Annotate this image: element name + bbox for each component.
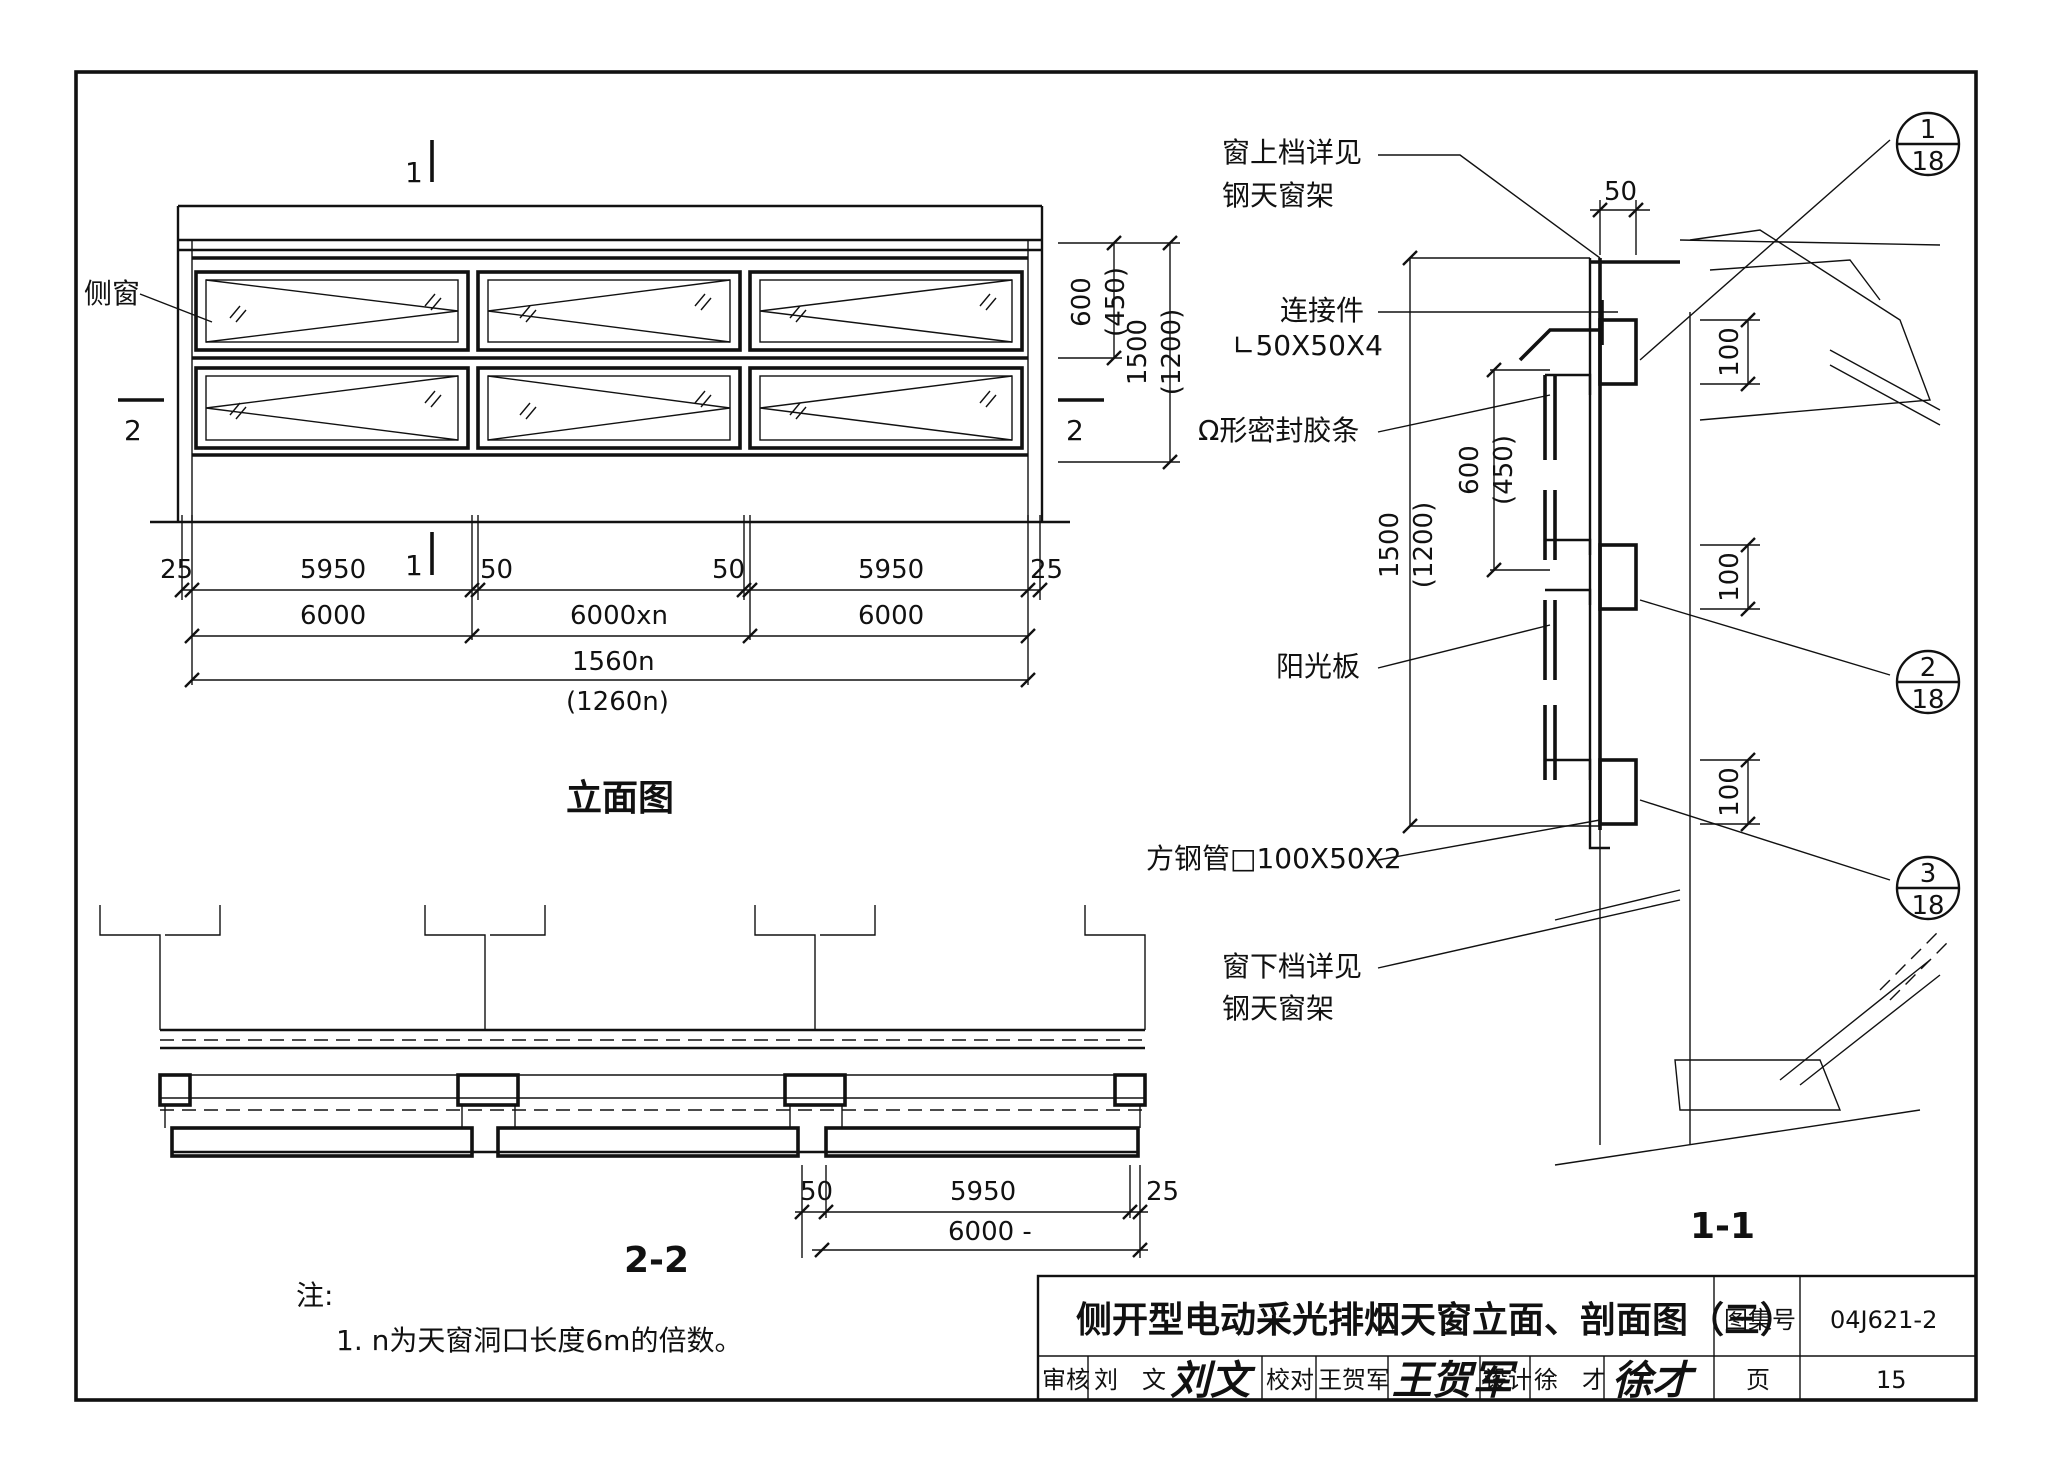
svg-text:04J621-2: 04J621-2 <box>1830 1306 1937 1334</box>
callout-square-steel-tube: 方钢管□100X50X2 <box>1146 842 1402 875</box>
svg-text:25: 25 <box>160 555 193 585</box>
elevation-view: 1 1 2 2 侧窗 600 (450) 1500 ( <box>84 140 1187 819</box>
svg-text:100: 100 <box>1715 767 1745 817</box>
window-pane-3 <box>748 270 1024 352</box>
svg-text:6000xn: 6000xn <box>570 601 668 631</box>
svg-text:钢天窗架: 钢天窗架 <box>1222 992 1334 1025</box>
svg-text:(450): (450) <box>1101 267 1131 337</box>
svg-text:6000 -: 6000 - <box>948 1217 1032 1247</box>
svg-text:2: 2 <box>1066 414 1084 447</box>
svg-text:6000: 6000 <box>300 601 366 631</box>
svg-text:(450): (450) <box>1489 435 1519 505</box>
sheet-border <box>74 70 1978 1402</box>
callout-lower-rail: 窗下档详见 钢天窗架 <box>1222 950 1362 1025</box>
svg-text:徐 才: 徐 才 <box>1534 1366 1606 1394</box>
svg-text:刘 文: 刘 文 <box>1094 1366 1166 1394</box>
svg-text:50: 50 <box>480 555 513 585</box>
svg-text:1500: 1500 <box>1123 319 1153 385</box>
checker-signature: 王贺军 <box>1392 1357 1518 1404</box>
section-mark-2-right: 2 <box>1058 398 1104 447</box>
section-2-2-title: 2-2 <box>624 1240 689 1281</box>
svg-text:50: 50 <box>712 555 745 585</box>
svg-text:1: 1 <box>405 549 423 582</box>
detail-ref-1: 1 18 <box>1895 111 1961 177</box>
section-1-1-right-dims: 100 100 100 <box>1700 312 1760 832</box>
svg-text:王贺军: 王贺军 <box>1318 1366 1390 1394</box>
section-1-1: 1500 (1200) 600 (450) 50 100 100 100 窗上档… <box>1146 111 1961 1247</box>
svg-text:钢天窗架: 钢天窗架 <box>1222 179 1334 212</box>
svg-text:2: 2 <box>1920 653 1937 683</box>
svg-text:5950: 5950 <box>950 1177 1016 1207</box>
svg-text:窗上档详见: 窗上档详见 <box>1222 136 1362 169</box>
svg-text:图集号: 图集号 <box>1724 1306 1796 1334</box>
section-mark-1-top: 1 <box>405 140 434 189</box>
callout-upper-rail: 窗上档详见 钢天窗架 <box>1222 136 1362 212</box>
svg-text:(1200): (1200) <box>1157 309 1187 395</box>
svg-text:1: 1 <box>1920 115 1937 145</box>
svg-text:100: 100 <box>1715 552 1745 602</box>
window-pane-5 <box>476 366 742 450</box>
window-pane-1 <box>194 270 470 352</box>
drawing-title: 侧开型电动采光排烟天窗立面、剖面图（三） <box>1076 1300 1796 1341</box>
notes: 注: 1. n为天窗洞口长度6m的倍数。 <box>296 1279 742 1357</box>
svg-text:2: 2 <box>124 414 142 447</box>
svg-text:50: 50 <box>1604 177 1637 207</box>
window-pane-6 <box>748 366 1024 450</box>
svg-text:1500: 1500 <box>1375 512 1405 578</box>
svg-text:连接件: 连接件 <box>1280 294 1364 327</box>
detail-ref-3: 3 18 <box>1895 855 1961 921</box>
designer-signature: 徐才 <box>1612 1357 1697 1404</box>
svg-text:设计: 设计 <box>1484 1366 1532 1394</box>
callout-polycarbonate-panel: 阳光板 <box>1276 650 1360 683</box>
svg-text:25: 25 <box>1030 555 1063 585</box>
svg-text:注:: 注: <box>296 1279 333 1312</box>
side-window-label: 侧窗 <box>84 277 140 310</box>
detail-ref-2: 2 18 <box>1895 649 1961 715</box>
svg-text:∟50X50X4: ∟50X50X4 <box>1232 329 1383 362</box>
svg-text:(1260n): (1260n) <box>566 687 669 717</box>
window-pane-2 <box>476 270 742 352</box>
svg-text:1560n: 1560n <box>572 647 655 677</box>
svg-text:15: 15 <box>1876 1366 1907 1394</box>
svg-text:50: 50 <box>800 1177 833 1207</box>
svg-text:(1200): (1200) <box>1409 502 1439 588</box>
window-pane-4 <box>194 366 470 450</box>
svg-text:窗下档详见: 窗下档详见 <box>1222 950 1362 983</box>
svg-text:5950: 5950 <box>858 555 924 585</box>
elevation-dims-right: 600 (450) 1500 (1200) <box>1058 235 1187 470</box>
callout-connector: 连接件 ∟50X50X4 <box>1232 294 1383 362</box>
svg-text:页: 页 <box>1746 1366 1770 1394</box>
svg-text:18: 18 <box>1911 147 1944 177</box>
svg-text:1: 1 <box>405 156 423 189</box>
svg-text:600: 600 <box>1455 445 1485 495</box>
svg-text:600: 600 <box>1067 277 1097 327</box>
svg-text:18: 18 <box>1911 685 1944 715</box>
svg-text:5950: 5950 <box>300 555 366 585</box>
title-block: 侧开型电动采光排烟天窗立面、剖面图（三） 图集号 04J621-2 页 15 审… <box>1036 1274 1978 1404</box>
svg-text:1. n为天窗洞口长度6m的倍数。: 1. n为天窗洞口长度6m的倍数。 <box>336 1324 742 1357</box>
glass-hatch <box>229 293 997 420</box>
svg-text:18: 18 <box>1911 891 1944 921</box>
section-2-2: 50 5950 25 6000 - 2-2 <box>99 905 1179 1281</box>
section-mark-2-left: 2 <box>118 398 164 447</box>
svg-text:校对: 校对 <box>1266 1366 1314 1394</box>
section-1-1-title: 1-1 <box>1690 1206 1755 1247</box>
elevation-title: 立面图 <box>566 778 674 819</box>
svg-text:6000: 6000 <box>858 601 924 631</box>
elevation-dims-bottom: 25 5950 50 50 5950 25 6000 6000xn 6000 1… <box>160 515 1063 717</box>
svg-text:审核: 审核 <box>1042 1366 1090 1394</box>
svg-text:25: 25 <box>1146 1177 1179 1207</box>
reviewer-signature: 刘文 <box>1170 1357 1256 1404</box>
section-mark-1-bottom: 1 <box>405 532 434 582</box>
svg-text:100: 100 <box>1715 327 1745 377</box>
svg-text:3: 3 <box>1920 859 1937 889</box>
callout-seal-strip: Ω形密封胶条 <box>1198 414 1359 447</box>
